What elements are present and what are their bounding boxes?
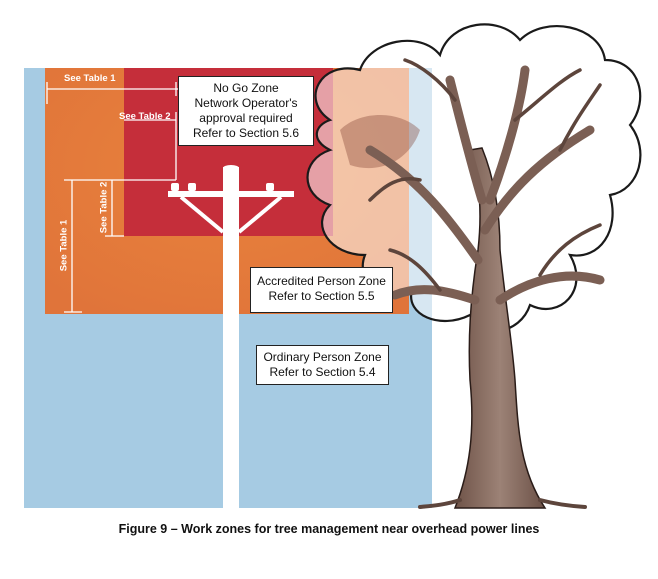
cross-arm bbox=[168, 191, 294, 197]
pole-top bbox=[223, 165, 239, 171]
dimension-label-table1-horizontal: See Table 1 bbox=[64, 73, 116, 84]
foliage-shadow bbox=[340, 115, 420, 169]
dimension-lines bbox=[46, 82, 178, 313]
tree-roots bbox=[418, 498, 587, 509]
no-go-zone-callout: No Go Zone Network Operator's approval r… bbox=[178, 76, 314, 146]
tree bbox=[306, 23, 642, 509]
tree-branches bbox=[365, 65, 605, 305]
accredited-zone-reference: Refer to Section 5.5 bbox=[268, 289, 375, 303]
accredited-person-zone-callout: Accredited Person Zone Refer to Section … bbox=[250, 267, 393, 313]
ordinary-person-zone-callout: Ordinary Person Zone Refer to Section 5.… bbox=[256, 345, 389, 385]
no-go-zone-line2: Network Operator's bbox=[194, 96, 298, 110]
pole-shaft bbox=[223, 167, 239, 508]
accredited-zone-title: Accredited Person Zone bbox=[257, 274, 386, 288]
power-pole bbox=[168, 165, 294, 508]
tree-trunk bbox=[453, 147, 547, 509]
figure-caption: Figure 9 – Work zones for tree managemen… bbox=[118, 522, 540, 536]
insulators bbox=[171, 183, 274, 191]
no-go-zone-title: No Go Zone bbox=[213, 81, 279, 95]
no-go-zone-line3: approval required bbox=[199, 111, 293, 125]
ordinary-zone-title: Ordinary Person Zone bbox=[263, 350, 382, 364]
dimension-label-table2-horizontal: See Table 2 bbox=[119, 111, 171, 122]
no-go-zone-reference: Refer to Section 5.6 bbox=[192, 126, 300, 140]
ordinary-zone-reference: Refer to Section 5.4 bbox=[269, 365, 376, 379]
dimension-label-table2-vertical: See Table 2 bbox=[98, 181, 110, 234]
tree-twigs bbox=[368, 58, 602, 292]
dimension-label-table1-vertical: See Table 1 bbox=[58, 219, 70, 272]
